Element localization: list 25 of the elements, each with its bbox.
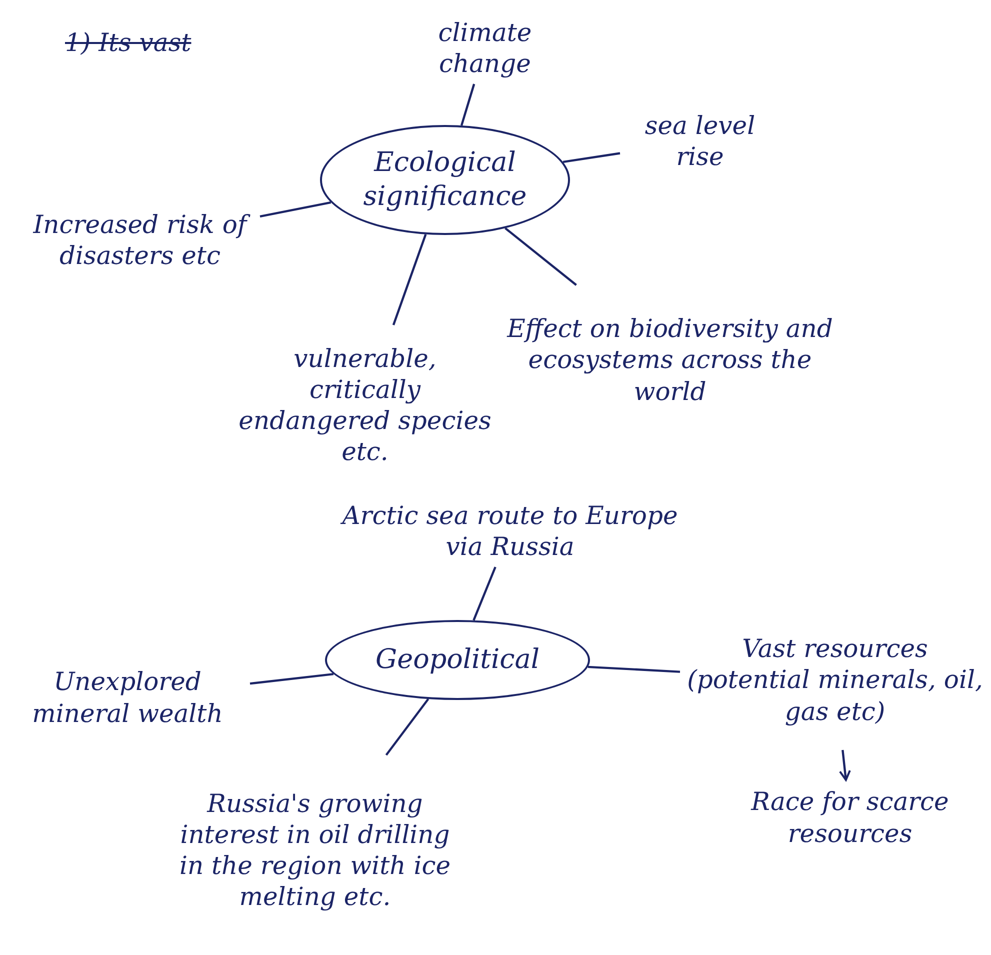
connector-line <box>588 666 680 673</box>
note-text: Effect on biodiversity and ecosystems across the world <box>506 313 834 407</box>
connector-line <box>250 673 334 685</box>
struck-out-note: 1) Its vast <box>65 28 192 57</box>
connector-line <box>504 227 577 286</box>
topic-title: Ecological significance <box>362 146 528 214</box>
connector-line <box>260 201 332 218</box>
topic-ellipse <box>320 125 570 235</box>
topic-title: Geopolitical <box>376 643 540 677</box>
connector-line <box>460 84 476 126</box>
connector-line <box>562 152 620 164</box>
note-text: climate change <box>437 16 533 80</box>
topic-ellipse <box>325 620 590 700</box>
arrow <box>838 750 851 781</box>
note-text: Increased risk of disasters etc <box>20 208 260 272</box>
connector-line <box>385 698 430 756</box>
note-text: Vast resources (potential minerals, oil, gas etc) <box>686 633 984 727</box>
note-text: sea level rise <box>644 110 756 172</box>
note-text: vulnerable, critically endangered species etc. <box>238 342 492 468</box>
note-text: Race for scarce resources <box>750 786 950 849</box>
note-text: Russia's growing interest in oil drilling in the region with ice melting etc. <box>178 788 452 912</box>
note-text: Unexplored mineral wealth <box>31 666 224 729</box>
connector-line <box>472 566 496 621</box>
connector-line <box>392 234 427 326</box>
note-text: Arctic sea route to Europe via Russia <box>339 500 679 562</box>
